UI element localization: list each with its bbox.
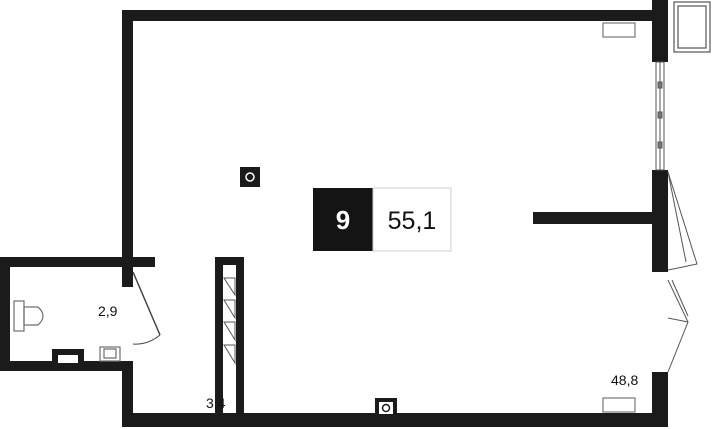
unit-number: 9 xyxy=(336,205,350,235)
unit-badge-light xyxy=(372,187,452,252)
room-label-bathroom: 2,9 xyxy=(98,303,118,319)
wall-right-top xyxy=(652,0,668,62)
wall-top xyxy=(122,10,652,21)
wall-stub xyxy=(122,257,155,267)
bathroom-door-leaf xyxy=(132,271,161,336)
window-right-upper xyxy=(655,61,665,171)
unit-badge-dark xyxy=(313,188,373,251)
bathroom-wall-bottom xyxy=(0,361,133,371)
wall-right-middle xyxy=(652,170,668,272)
bathroom-unit-inner xyxy=(58,355,78,363)
room-label-closet: 3,4 xyxy=(206,395,226,411)
floor-vent-icon xyxy=(375,398,397,416)
bathroom-door-arc xyxy=(132,334,161,345)
wall-left xyxy=(122,10,133,260)
closet-wall-left xyxy=(215,257,223,413)
walls xyxy=(122,0,668,427)
toilet-icon xyxy=(13,300,44,332)
ac-unit-outside xyxy=(673,1,711,53)
closet-wall-top xyxy=(215,257,244,265)
wall-partition xyxy=(533,212,655,224)
bathroom-wall-right-top xyxy=(122,257,133,287)
bathroom-wall-left xyxy=(0,257,10,369)
balcony-door xyxy=(667,279,689,373)
radiator-bottom xyxy=(602,397,636,413)
radiator-top xyxy=(602,22,636,38)
unit-total-area: 55,1 xyxy=(388,207,437,235)
closet: 3,4 xyxy=(206,257,244,413)
closet-shelves-icon xyxy=(223,277,236,365)
bathroom: 2,9 xyxy=(0,257,161,371)
room-label-main: 48,8 xyxy=(611,372,638,388)
window-door-right xyxy=(667,171,698,271)
closet-wall-right xyxy=(236,257,244,413)
sink-icon xyxy=(99,346,121,362)
wall-left-lower xyxy=(122,366,133,426)
vent-shaft-icon xyxy=(240,167,260,187)
unit-badge: 9 55,1 xyxy=(313,187,452,252)
bathroom-wall-top xyxy=(0,257,128,267)
wall-bottom xyxy=(122,413,668,427)
